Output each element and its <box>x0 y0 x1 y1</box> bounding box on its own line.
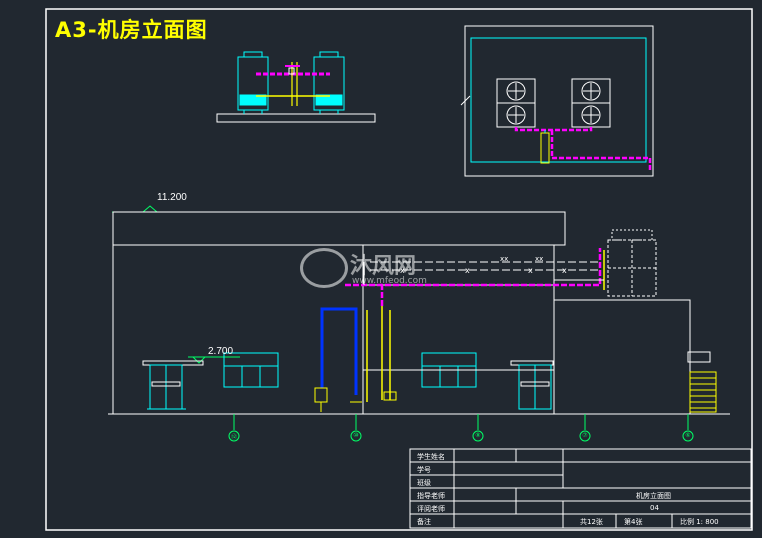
axis-grid <box>228 414 694 442</box>
axis-label: ⑥ <box>685 433 691 439</box>
tb-row-label: 学生姓名 <box>417 453 445 461</box>
building-elevation: x x xx xx x x <box>108 205 730 415</box>
svg-text:x: x <box>528 266 533 275</box>
tb-drawing-no: 04 <box>650 504 659 512</box>
axis-label: ⑩ <box>353 433 359 439</box>
watermark-url: www.mfeod.com <box>352 276 427 286</box>
tb-sheet-number: 第4张 <box>624 518 643 526</box>
watermark-logo-icon <box>300 248 348 288</box>
tb-row-label: 备注 <box>417 518 431 526</box>
level-label-mid: 2.700 <box>208 346 234 357</box>
tb-scale: 比例 1: 800 <box>680 518 719 526</box>
drawing-border <box>45 8 753 531</box>
svg-text:x: x <box>400 266 405 275</box>
tb-row-label: 评阅老师 <box>417 505 445 513</box>
plan-view <box>460 25 654 177</box>
tb-row-label: 班级 <box>417 479 431 487</box>
svg-text:xx: xx <box>535 255 543 263</box>
tb-row-label: 学号 <box>417 466 431 474</box>
level-label-top: 11.200 <box>157 192 187 203</box>
svg-text:x: x <box>562 266 567 275</box>
drawing-title: A3-机房立面图 <box>55 18 208 42</box>
svg-text:xx: xx <box>500 255 508 263</box>
axis-label: ⑧ <box>475 433 481 439</box>
tb-row-label: 指导老师 <box>417 492 445 500</box>
tb-sheet-count: 共12张 <box>580 518 603 526</box>
cooling-tower-elevation <box>216 51 376 123</box>
watermark-brand: 沐风网 <box>350 254 417 279</box>
svg-text:x: x <box>465 266 470 275</box>
tb-drawing-name: 机房立面图 <box>636 492 671 500</box>
axis-label: ⑫ <box>230 435 237 441</box>
title-block <box>409 448 752 529</box>
axis-label: ⑦ <box>582 433 588 439</box>
